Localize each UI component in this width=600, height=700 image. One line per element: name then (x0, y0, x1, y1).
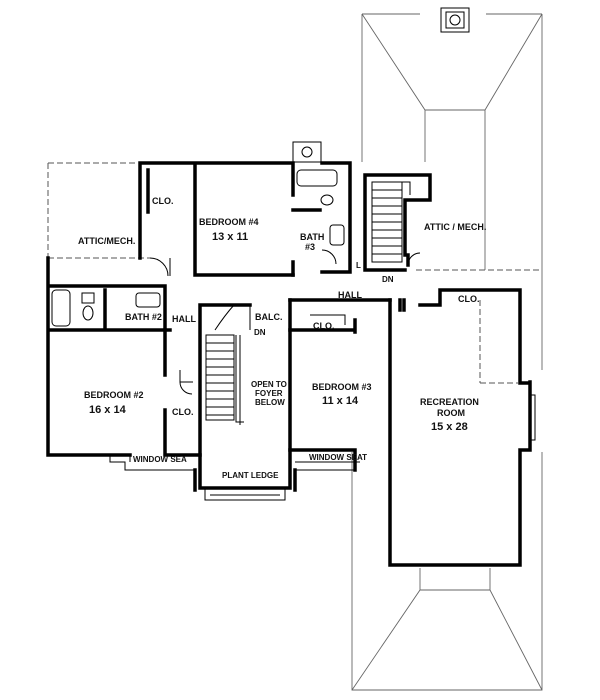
attic-right-label: ATTIC / MECH. (424, 222, 486, 232)
plant-ledge-label: PLANT LEDGE (222, 471, 279, 480)
chimney-top (440, 7, 470, 33)
bedroom4-size: 13 x 11 (212, 231, 248, 243)
landing-label: L (356, 261, 361, 270)
attic-left-label: ATTIC/MECH. (78, 236, 135, 246)
open-foyer-line3: BELOW (255, 398, 285, 407)
bathtub-bath3-icon (296, 169, 338, 187)
dn-back-label: DN (382, 275, 394, 284)
dn-main-label: DN (254, 328, 266, 337)
clo-recreation: CLO. (458, 294, 480, 304)
bath2-label: BATH #2 (125, 312, 162, 322)
clo-bedroom4: CLO. (152, 196, 174, 206)
open-foyer-line1: OPEN TO (251, 380, 287, 389)
bathtub-bath2-icon (51, 289, 71, 327)
bedroom3-size: 11 x 14 (322, 395, 359, 407)
bath-fixtures (51, 169, 345, 327)
window-seats (109, 394, 536, 501)
main-stair (205, 304, 251, 425)
hall-center-label: HALL (338, 290, 362, 300)
bath3-line1: BATH (300, 232, 324, 242)
clo-hall: CLO. (313, 321, 335, 331)
hall-left-label: HALL (172, 314, 196, 324)
window-seat-right: WINDOW SEAT (309, 453, 367, 462)
bedroom2-name: BEDROOM #2 (84, 390, 144, 400)
bedroom3-name: BEDROOM #3 (312, 382, 372, 392)
chimney-mid (292, 141, 322, 163)
recreation-size: 15 x 28 (431, 421, 468, 433)
walls (46, 161, 532, 567)
door-swings (149, 249, 421, 395)
bedroom2-size: 16 x 14 (89, 404, 127, 416)
recreation-name-1: RECREATION (420, 397, 479, 407)
recreation-name-2: ROOM (437, 408, 465, 418)
clo-bedroom2: CLO. (172, 407, 194, 417)
roof-lines (351, 13, 543, 691)
window-seat-left: WINDOW SEA (133, 455, 187, 464)
balcony-label: BALC. (255, 312, 283, 322)
open-foyer-line2: FOYER (255, 389, 283, 398)
bath3-line2: #3 (305, 242, 315, 252)
bedroom4-name: BEDROOM #4 (199, 217, 259, 227)
rear-stair (371, 181, 411, 263)
attic-outlines (47, 162, 540, 384)
